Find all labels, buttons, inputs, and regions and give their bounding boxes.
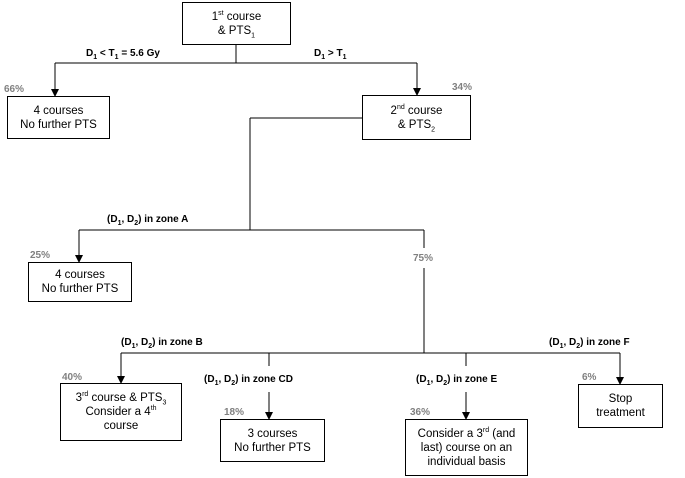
box-first-course-line1: 1st course	[211, 9, 262, 23]
label-d1-greater-t1: D1 > T1	[314, 48, 347, 61]
box-four-courses-b: 4 courses No further PTS	[28, 262, 132, 302]
box-stop-treatment-line2: treatment	[596, 407, 645, 419]
box-four-courses-b-line1: 4 courses	[55, 269, 105, 281]
box-consider-third-course: Consider a 3rd (and last) course on an i…	[405, 419, 528, 476]
percent-6: 6%	[582, 372, 597, 383]
label-zone-e: (D1, D2) in zone E	[416, 374, 498, 387]
box-second-course-line1: 2nd course	[390, 103, 443, 117]
label-zone-a: (D1, D2) in zone A	[107, 214, 189, 227]
box-four-courses-a-line2: No further PTS	[20, 118, 97, 131]
box-four-courses-a-line1: 4 courses	[33, 104, 84, 117]
box-stop-treatment: Stop treatment	[578, 384, 663, 428]
box-third-course-line2: Consider a 4th	[85, 405, 157, 418]
percent-36: 36%	[410, 407, 431, 418]
percent-40: 40%	[62, 372, 83, 383]
box-three-courses-line2: No further PTS	[234, 441, 311, 454]
box-second-course-line2: & PTS2	[397, 118, 436, 133]
box-consider-third-line2: last) course on an	[420, 441, 513, 454]
percent-66: 66%	[4, 84, 25, 95]
box-four-courses-b-line2: No further PTS	[41, 283, 119, 295]
box-third-course-line3: course	[103, 420, 139, 432]
box-three-courses-line1: 3 courses	[247, 427, 298, 440]
box-second-course: 2nd course & PTS2	[362, 95, 471, 140]
label-zone-f: (D1, D2) in zone F	[549, 337, 630, 350]
box-third-course-line1: 3rd course & PTS3	[75, 391, 167, 407]
percent-25: 25%	[30, 250, 51, 261]
box-first-course: 1st course & PTS1	[182, 2, 291, 45]
box-four-courses-a: 4 courses No further PTS	[7, 96, 110, 139]
label-zone-b: (D1, D2) in zone B	[121, 337, 203, 350]
box-first-course-line2: & PTS1	[217, 24, 256, 39]
box-consider-third-line1: Consider a 3rd (and	[417, 426, 516, 440]
box-stop-treatment-line1: Stop	[608, 393, 633, 405]
box-third-course-pts3: 3rd course & PTS3 Consider a 4th course	[60, 383, 182, 441]
label-d1-less-t1: D1 < T1 = 5.6 Gy	[86, 48, 160, 61]
box-three-courses: 3 courses No further PTS	[220, 419, 325, 462]
percent-75: 75%	[413, 253, 434, 264]
percent-18: 18%	[224, 407, 245, 418]
label-zone-cd: (D1, D2) in zone CD	[204, 374, 293, 387]
box-consider-third-line3: individual basis	[427, 455, 506, 468]
percent-34: 34%	[452, 82, 473, 93]
